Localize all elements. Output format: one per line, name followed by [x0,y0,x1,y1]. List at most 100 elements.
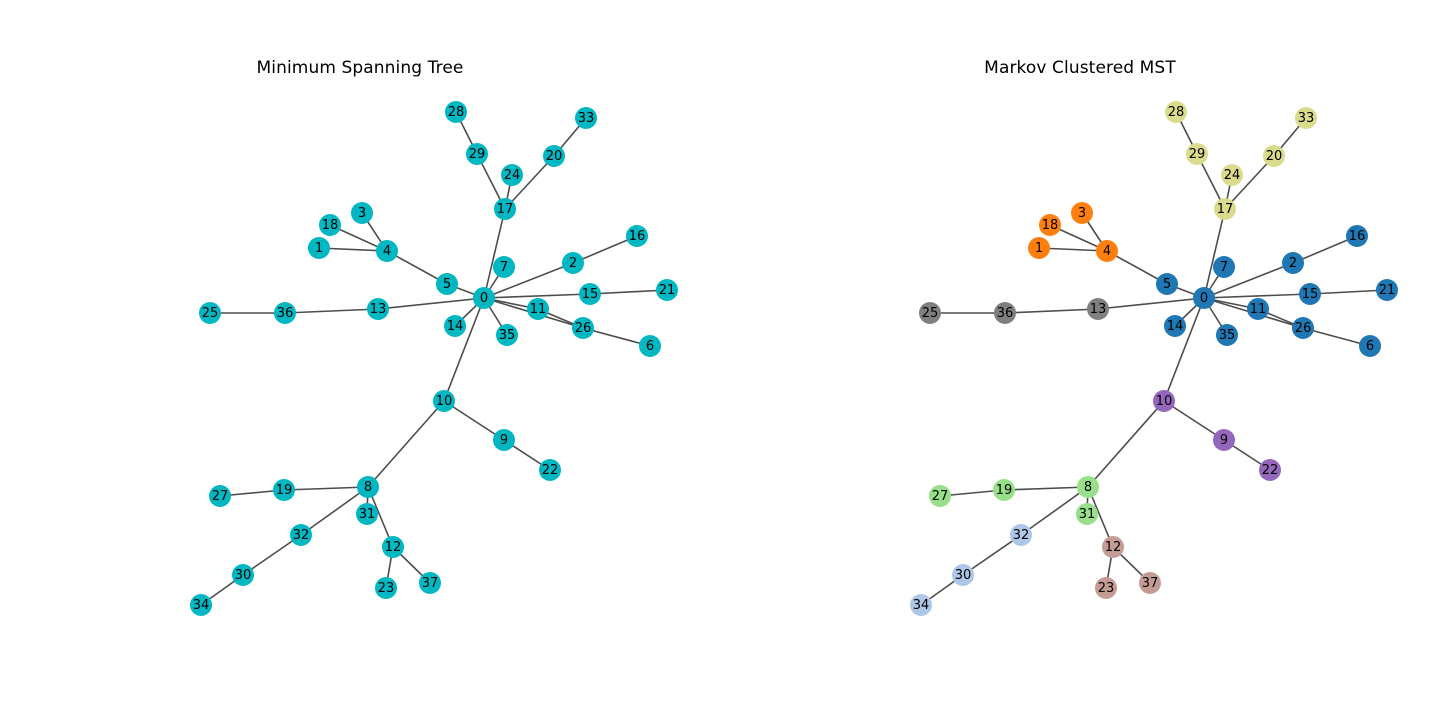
graph-node-34[interactable]: 34 [910,594,932,616]
graph-node-30[interactable]: 30 [952,564,974,586]
graph-node-7[interactable]: 7 [1213,256,1235,278]
graph-node-34[interactable]: 34 [190,594,212,616]
node-marker[interactable] [445,101,467,123]
node-marker[interactable] [994,302,1016,324]
graph-node-29[interactable]: 29 [466,143,488,165]
node-marker[interactable] [575,107,597,129]
node-marker[interactable] [273,479,295,501]
node-marker[interactable] [433,390,455,412]
graph-node-18[interactable]: 18 [1039,214,1061,236]
graph-node-21[interactable]: 21 [656,279,678,301]
node-marker[interactable] [274,302,296,324]
graph-node-16[interactable]: 16 [626,225,648,247]
node-marker[interactable] [190,594,212,616]
graph-node-8[interactable]: 8 [1077,476,1099,498]
node-marker[interactable] [910,594,932,616]
node-marker[interactable] [1087,298,1109,320]
node-marker[interactable] [1346,225,1368,247]
graph-node-33[interactable]: 33 [575,107,597,129]
node-marker[interactable] [357,476,379,498]
graph-node-12[interactable]: 12 [1102,536,1124,558]
graph-node-27[interactable]: 27 [929,485,951,507]
node-marker[interactable] [919,302,941,324]
node-marker[interactable] [1139,572,1161,594]
graph-node-20[interactable]: 20 [543,145,565,167]
node-marker[interactable] [1010,524,1032,546]
graph-node-14[interactable]: 14 [444,315,466,337]
node-marker[interactable] [351,202,373,224]
node-marker[interactable] [1282,252,1304,274]
node-marker[interactable] [1259,459,1281,481]
node-marker[interactable] [1247,298,1269,320]
node-marker[interactable] [1193,287,1215,309]
node-marker[interactable] [308,237,330,259]
graph-node-31[interactable]: 31 [1076,503,1098,525]
graph-node-5[interactable]: 5 [436,273,458,295]
node-marker[interactable] [232,564,254,586]
graph-node-0[interactable]: 0 [1193,287,1215,309]
graph-node-0[interactable]: 0 [473,287,495,309]
graph-node-4[interactable]: 4 [1096,240,1118,262]
node-marker[interactable] [1221,164,1243,186]
node-marker[interactable] [952,564,974,586]
graph-node-6[interactable]: 6 [1359,335,1381,357]
graph-node-3[interactable]: 3 [1071,202,1093,224]
graph-node-24[interactable]: 24 [1221,164,1243,186]
node-marker[interactable] [579,283,601,305]
graph-node-25[interactable]: 25 [919,302,941,324]
graph-node-19[interactable]: 19 [993,479,1015,501]
graph-node-36[interactable]: 36 [274,302,296,324]
graph-node-22[interactable]: 22 [539,459,561,481]
graph-node-6[interactable]: 6 [639,335,661,357]
graph-node-32[interactable]: 32 [1010,524,1032,546]
node-marker[interactable] [419,572,441,594]
graph-node-31[interactable]: 31 [356,503,378,525]
graph-node-1[interactable]: 1 [1028,237,1050,259]
graph-node-17[interactable]: 17 [494,198,516,220]
graph-node-15[interactable]: 15 [579,283,601,305]
graph-node-29[interactable]: 29 [1186,143,1208,165]
node-marker[interactable] [199,302,221,324]
node-marker[interactable] [319,214,341,236]
graph-node-2[interactable]: 2 [1282,252,1304,274]
node-marker[interactable] [1095,577,1117,599]
node-marker[interactable] [656,279,678,301]
node-marker[interactable] [1186,143,1208,165]
node-marker[interactable] [543,145,565,167]
node-marker[interactable] [209,485,231,507]
node-marker[interactable] [1359,335,1381,357]
node-marker[interactable] [1213,256,1235,278]
graph-node-17[interactable]: 17 [1214,198,1236,220]
node-marker[interactable] [367,298,389,320]
graph-node-3[interactable]: 3 [351,202,373,224]
graph-node-7[interactable]: 7 [493,256,515,278]
graph-node-10[interactable]: 10 [1153,390,1175,412]
node-marker[interactable] [382,536,404,558]
graph-node-9[interactable]: 9 [1213,429,1235,451]
graph-node-26[interactable]: 26 [1292,317,1314,339]
graph-node-8[interactable]: 8 [357,476,379,498]
node-marker[interactable] [494,198,516,220]
node-marker[interactable] [436,273,458,295]
node-marker[interactable] [375,577,397,599]
node-marker[interactable] [1102,536,1124,558]
graph-node-12[interactable]: 12 [382,536,404,558]
node-marker[interactable] [1213,429,1235,451]
node-marker[interactable] [639,335,661,357]
node-marker[interactable] [473,287,495,309]
node-marker[interactable] [1076,503,1098,525]
node-marker[interactable] [493,429,515,451]
node-marker[interactable] [929,485,951,507]
graph-node-21[interactable]: 21 [1376,279,1398,301]
node-marker[interactable] [1077,476,1099,498]
graph-node-19[interactable]: 19 [273,479,295,501]
graph-node-27[interactable]: 27 [209,485,231,507]
node-marker[interactable] [539,459,561,481]
node-marker[interactable] [376,240,398,262]
graph-node-13[interactable]: 13 [367,298,389,320]
node-marker[interactable] [444,315,466,337]
node-marker[interactable] [496,324,518,346]
node-marker[interactable] [1028,237,1050,259]
graph-node-23[interactable]: 23 [375,577,397,599]
node-marker[interactable] [1376,279,1398,301]
